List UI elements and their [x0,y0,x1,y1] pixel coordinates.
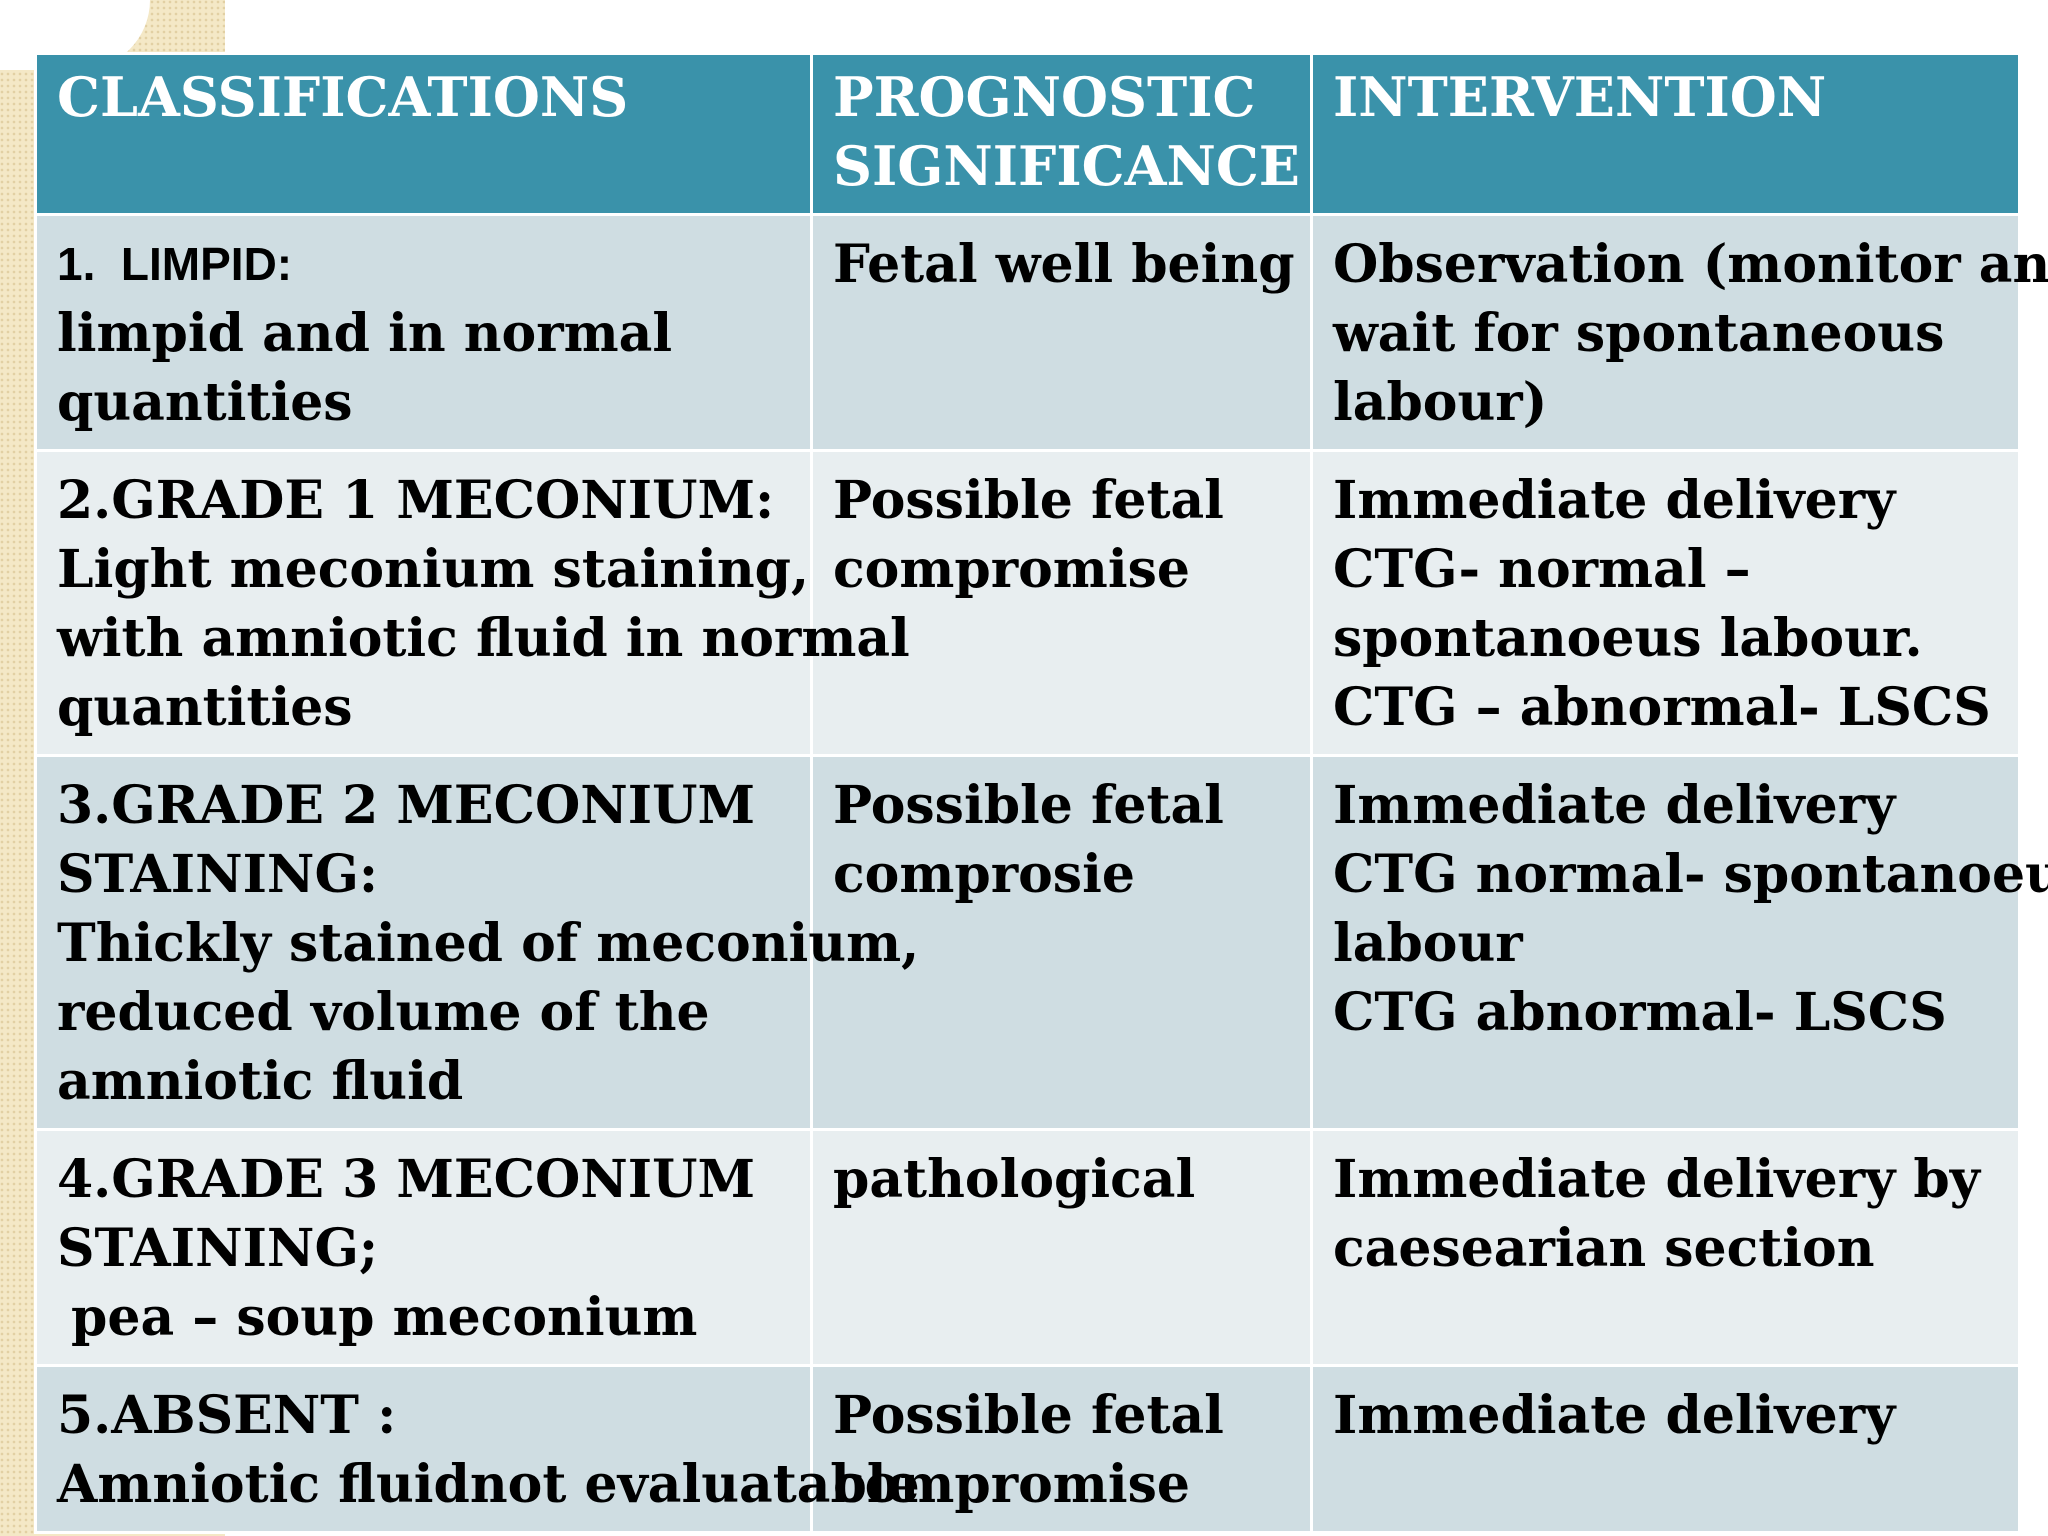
prognostic-line: Fetal well being [833,234,1295,295]
header-row: CLASSIFICATIONS PROGNOSTIC SIGNIFICANCE … [34,52,2021,216]
classification-cell: 4.GRADE 3 MECONIUM STAINING; pea – soup … [34,1128,813,1367]
intervention-cell: Immediate delivery CTG- normal – spontan… [1310,449,2021,757]
intervention-line: labour [1333,913,1523,974]
classification-line: reduced volume of the [57,982,710,1043]
header-text: SIGNIFICANCE [833,134,1300,198]
meconium-table: CLASSIFICATIONS PROGNOSTIC SIGNIFICANCE … [34,52,2048,1534]
prognostic-line: pathological [833,1149,1196,1210]
intervention-cell: Immediate delivery [1310,1364,2021,1534]
prognostic-line: Possible fetal [833,470,1224,531]
classification-line: STAINING: [57,844,379,905]
classification-line: limpid and in normal [57,303,673,364]
classification-line: quantities [57,677,353,738]
header-prognostic-significance: PROGNOSTIC SIGNIFICANCE [810,52,1313,216]
table-row: 2.GRADE 1 MECONIUM: Light meconium stain… [34,449,2021,757]
table-row: 1. LIMPID: limpid and in normal quantiti… [34,213,2048,452]
prognostic-cell: pathological [810,1128,1313,1367]
classification-line: pea – soup meconium [71,1287,698,1348]
classification-line: with amniotic fluid in normal [57,608,910,669]
intervention-line: Immediate delivery [1333,470,1896,531]
prognostic-cell: Possible fetal compromise [810,449,1313,757]
classification-line: STAINING; [57,1218,379,1279]
classification-cell: 2.GRADE 1 MECONIUM: Light meconium stain… [34,449,910,757]
classification-heading: 3.GRADE 2 MECONIUM [57,775,756,836]
header-text: INTERVENTION [1333,65,1827,129]
header-classifications: CLASSIFICATIONS [34,52,813,216]
table-row: 5.ABSENT : Amniotic fluidnot evaluatable… [34,1364,2021,1534]
classification-line: quantities [57,372,353,433]
prognostic-line: Possible fetal [833,1385,1224,1446]
classification-cell: 5.ABSENT : Amniotic fluidnot evaluatable [34,1364,920,1534]
prognostic-cell: Fetal well being [810,213,1313,452]
intervention-line: spontanoeus labour. [1333,608,1923,669]
table-row: 4.GRADE 3 MECONIUM STAINING; pea – soup … [34,1128,2021,1367]
intervention-line: labour) [1333,372,1548,433]
classification-heading: 1. LIMPID: [57,238,293,290]
intervention-line: Observation (monitor and [1333,234,2048,295]
prognostic-line: Possible fetal [833,775,1224,836]
intervention-line: CTG abnormal- LSCS [1333,982,1947,1043]
intervention-line: CTG- normal – [1333,539,1751,600]
prognostic-cell: Possible fetal comprosie [810,754,1313,1131]
classification-heading: 2.GRADE 1 MECONIUM: [57,470,775,531]
classification-line: Light meconium staining, [57,539,810,600]
intervention-cell: Observation (monitor and wait for sponta… [1310,213,2048,452]
intervention-line: CTG normal- spontanoeus [1333,844,2048,905]
classification-line: amniotic fluid [57,1051,464,1112]
table-row: 3.GRADE 2 MECONIUM STAINING: Thickly sta… [34,754,2048,1131]
header-text: CLASSIFICATIONS [57,65,629,129]
intervention-line: Immediate delivery by [1333,1149,1981,1210]
classification-table: CLASSIFICATIONS PROGNOSTIC SIGNIFICANCE … [34,52,2048,1534]
intervention-line: Immediate delivery [1333,775,1896,836]
intervention-cell: Immediate delivery by caesearian section [1310,1128,2021,1367]
header-intervention: INTERVENTION [1310,52,2021,216]
classification-cell: 1. LIMPID: limpid and in normal quantiti… [34,213,813,452]
intervention-line: Immediate delivery [1333,1385,1896,1446]
classification-heading: 4.GRADE 3 MECONIUM [57,1149,756,1210]
intervention-line: CTG – abnormal- LSCS [1333,677,1991,738]
header-text: PROGNOSTIC [833,65,1256,129]
prognostic-cell: Possible fetal compromise [810,1364,1313,1534]
intervention-line: caesearian section [1333,1218,1875,1279]
classification-cell: 3.GRADE 2 MECONIUM STAINING: Thickly sta… [34,754,920,1131]
classification-line: Amniotic fluidnot evaluatable [57,1454,920,1515]
prognostic-line: compromise [833,539,1190,600]
intervention-line: wait for spontaneous [1333,303,1945,364]
classification-heading: 5.ABSENT : [57,1385,397,1446]
classification-line: Thickly stained of meconium, [57,913,920,974]
intervention-cell: Immediate delivery CTG normal- spontanoe… [1310,754,2048,1131]
prognostic-line: compromise [833,1454,1190,1515]
prognostic-line: comprosie [833,844,1135,905]
